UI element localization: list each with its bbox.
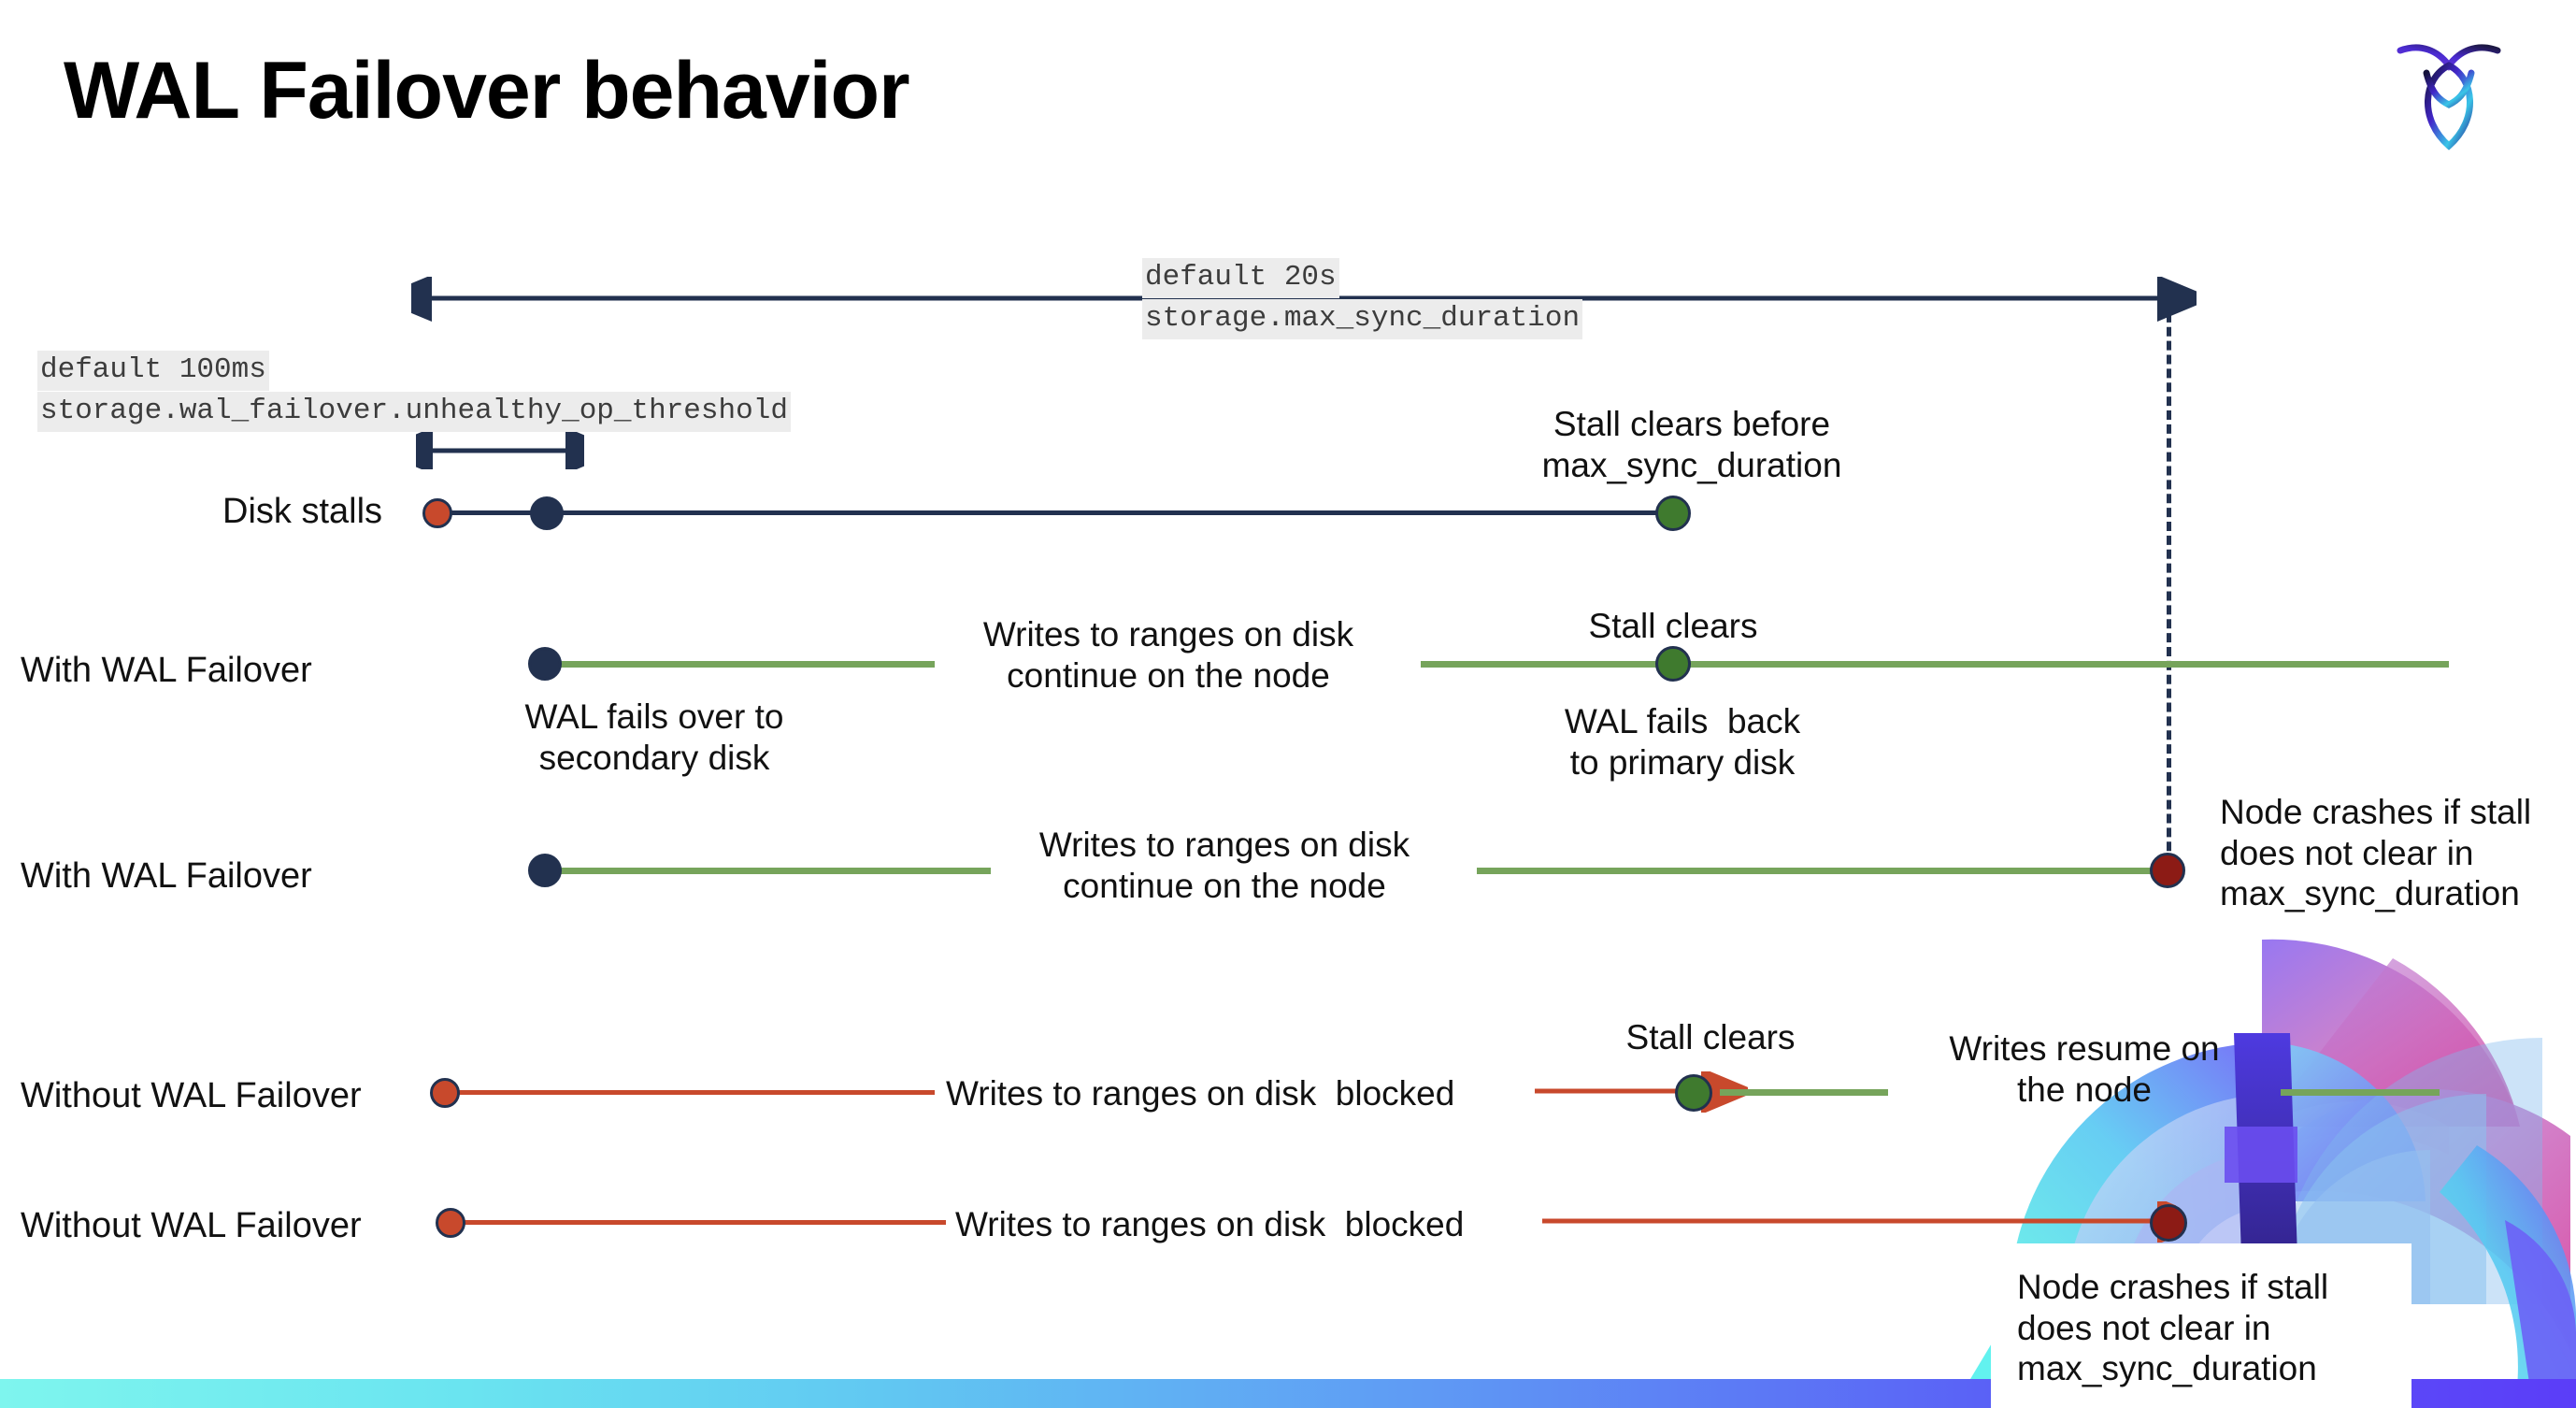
wof1-orange-segment-left bbox=[449, 1090, 935, 1095]
row-label-disk-stalls: Disk stalls bbox=[222, 492, 383, 531]
unhealthy-threshold-span-arrow bbox=[416, 432, 584, 469]
note-wof1-writes-blocked: Writes to ranges on disk blocked bbox=[946, 1074, 1455, 1113]
disk-stall-start-dot bbox=[422, 498, 452, 528]
wf1-failover-dot bbox=[528, 647, 562, 681]
note-wf1-fails-back: WAL fails back to primary disk bbox=[1564, 702, 1801, 782]
note-wf1-stall-clears: Stall clears bbox=[1588, 607, 1758, 645]
row-label-without-wal-failover-2: Without WAL Failover bbox=[21, 1206, 362, 1245]
max-sync-name-chip: storage.max_sync_duration bbox=[1142, 299, 1583, 339]
max-sync-duration-span-arrow bbox=[411, 277, 2197, 322]
note-wf2-writes-continue: Writes to ranges on disk continue on the… bbox=[1038, 826, 1410, 905]
wf1-green-segment-left bbox=[542, 661, 935, 668]
bottom-callout-backdrop bbox=[1991, 1243, 2411, 1408]
max-sync-default-chip: default 20s bbox=[1142, 258, 1339, 298]
wof2-orange-segment-left bbox=[460, 1220, 946, 1225]
note-wof1-writes-resume: Writes resume on the node bbox=[1949, 1029, 2220, 1109]
wof2-orange-arrow bbox=[1542, 1201, 2176, 1243]
note-wof2-writes-blocked: Writes to ranges on disk blocked bbox=[955, 1205, 1465, 1243]
row-label-without-wal-failover-1: Without WAL Failover bbox=[21, 1076, 362, 1115]
note-wf1-writes-continue: Writes to ranges on disk continue on the… bbox=[982, 615, 1354, 695]
wof1-stall-start-dot bbox=[430, 1078, 460, 1108]
wf2-failover-dot bbox=[528, 854, 562, 887]
wof1-orange-arrow bbox=[1535, 1071, 1748, 1113]
page-title: WAL Failover behavior bbox=[64, 46, 910, 136]
wof1-green-segment bbox=[1720, 1089, 1888, 1096]
max-sync-dashed-guide bbox=[2167, 299, 2171, 879]
wal-failover-trigger-dot bbox=[530, 496, 564, 530]
wf2-node-crash-dot bbox=[2150, 853, 2185, 888]
wof2-node-crash-dot bbox=[2150, 1204, 2187, 1242]
disk-stalls-line bbox=[437, 510, 1671, 515]
wf2-green-segment-left bbox=[542, 868, 991, 874]
wof1-stall-clear-dot bbox=[1675, 1074, 1712, 1112]
note-wf1-fails-over: WAL fails over to secondary disk bbox=[524, 697, 784, 777]
note-stall-clears-before: Stall clears before max_sync_duration bbox=[1541, 405, 1842, 484]
note-wf2-node-crashes: Node crashes if stall does not clear in … bbox=[2220, 793, 2532, 913]
wf2-green-segment-right bbox=[1477, 868, 2168, 874]
disk-stall-clear-dot bbox=[1655, 496, 1691, 531]
wf1-stall-clear-dot bbox=[1655, 646, 1691, 682]
note-wof1-stall-clears: Stall clears bbox=[1625, 1018, 1796, 1056]
cockroachdb-logo-icon bbox=[2389, 30, 2509, 153]
row-label-with-wal-failover-2: With WAL Failover bbox=[21, 856, 312, 896]
note-wof2-node-crashes: Node crashes if stall does not clear in … bbox=[2017, 1268, 2329, 1388]
wof2-stall-start-dot bbox=[436, 1208, 465, 1238]
wof1-green-segment-far bbox=[2281, 1089, 2440, 1096]
row-label-with-wal-failover-1: With WAL Failover bbox=[21, 651, 312, 690]
unhealthy-default-chip: default 100ms bbox=[37, 351, 269, 391]
unhealthy-name-chip: storage.wal_failover.unhealthy_op_thresh… bbox=[37, 392, 791, 432]
wf1-green-segment-right bbox=[1421, 661, 2449, 668]
